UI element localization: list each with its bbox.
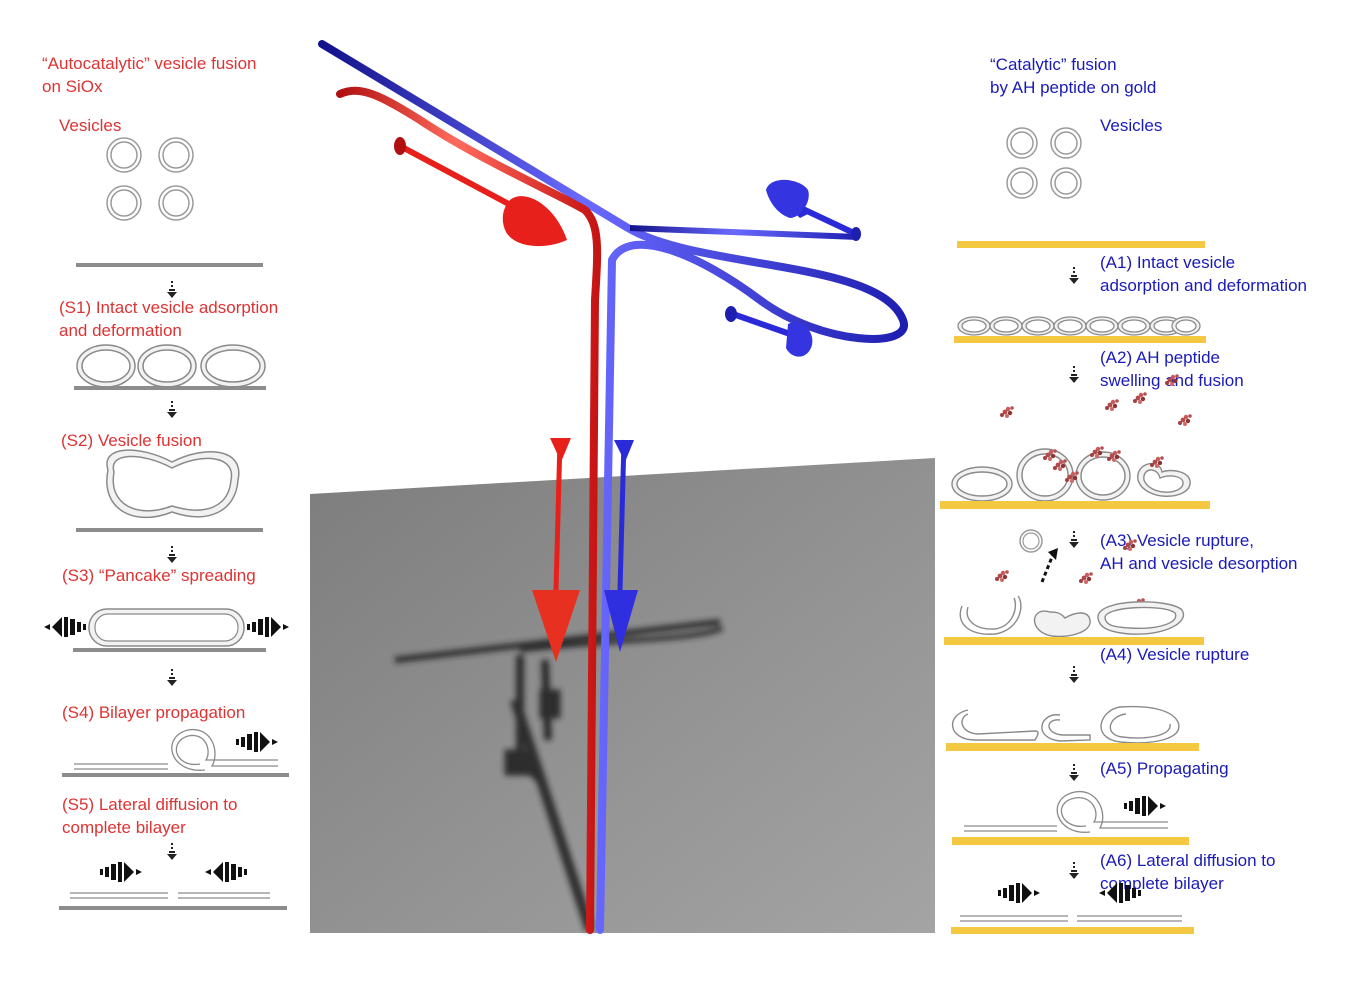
step-arrow-icon — [167, 546, 177, 563]
step-a3-label: (A3) Vesicle rupture, AH and vesicle des… — [1100, 529, 1298, 575]
spread-arrow-left-icon — [1099, 883, 1141, 903]
siox-substrate-0 — [76, 263, 263, 267]
step-s5-label: (S5) Lateral diffusion to complete bilay… — [62, 793, 237, 839]
spread-arrow-right-icon — [236, 732, 278, 752]
s1-vesicles — [76, 344, 266, 388]
a3-rupturing-vesicles — [959, 595, 1185, 638]
spread-arrow-right-icon — [247, 617, 289, 637]
step-arrow-icon — [1069, 764, 1079, 781]
step-a6-line-1: (A6) Lateral diffusion to — [1100, 851, 1276, 870]
a2-swelling-vesicles — [951, 448, 1191, 502]
right-vesicles — [1006, 127, 1082, 199]
peptide-molecule-icon — [1178, 414, 1192, 426]
siox-substrate-3 — [73, 648, 266, 652]
right-title-line-2: by AH peptide on gold — [990, 78, 1157, 97]
a1-vesicles — [957, 316, 1201, 336]
step-arrow-icon — [167, 843, 177, 860]
step-a4-label: (A4) Vesicle rupture — [1100, 645, 1250, 664]
s5-bilayer — [70, 892, 270, 899]
left-title-line-2: on SiOx — [42, 77, 103, 96]
peptide-molecule-icon — [1079, 572, 1093, 584]
autocatalytic-pathway-arrow — [336, 86, 602, 934]
step-a6-line-2: complete bilayer — [1100, 874, 1224, 893]
siox-substrate-4 — [62, 773, 289, 777]
step-arrow-icon — [1069, 267, 1079, 284]
step-arrow-icon — [167, 281, 177, 298]
spread-arrow-right-icon — [100, 862, 142, 882]
step-s5-line-2: complete bilayer — [62, 818, 186, 837]
step-arrow-icon — [1069, 862, 1079, 879]
peptide-molecule-icon — [995, 570, 1009, 582]
step-arrow-icon — [1069, 666, 1079, 683]
a4-ruptured-vesicles — [951, 705, 1180, 744]
gold-substrate-5 — [952, 837, 1189, 845]
step-a1-line-2: adsorption and deformation — [1100, 276, 1307, 295]
step-s4-label: (S4) Bilayer propagation — [62, 703, 246, 722]
step-s1-line-2: and deformation — [59, 321, 182, 340]
siox-substrate-1 — [74, 386, 266, 390]
spread-arrow-left-icon — [44, 617, 86, 637]
right-title-line-1: “Catalytic” fusion — [990, 55, 1117, 74]
step-a3-line-1: (A3) Vesicle rupture, — [1100, 531, 1255, 550]
spread-arrow-right-icon — [1124, 796, 1166, 816]
energy-landscape-floor — [310, 458, 935, 933]
gold-substrate-4 — [946, 743, 1199, 751]
step-arrow-icon — [1069, 366, 1079, 383]
step-a2-line-1: (A2) AH peptide — [1100, 348, 1221, 367]
step-s1-label: (S1) Intact vesicle adsorption and defor… — [59, 296, 278, 342]
gold-substrate-0 — [957, 241, 1205, 248]
s4-bilayer — [74, 729, 278, 771]
left-vesicles — [106, 137, 194, 221]
right-title: “Catalytic” fusion by AH peptide on gold — [990, 53, 1156, 99]
step-s2-label: (S2) Vesicle fusion — [61, 431, 202, 450]
peptide-molecule-icon — [1105, 399, 1119, 411]
siox-substrate-2 — [76, 528, 263, 532]
spread-arrow-right-icon — [998, 883, 1040, 903]
step-a1-line-1: (A1) Intact vesicle — [1100, 253, 1236, 272]
step-a1-label: (A1) Intact vesicle adsorption and defor… — [1100, 251, 1307, 297]
gold-substrate-6 — [951, 927, 1194, 934]
step-a6-label: (A6) Lateral diffusion to complete bilay… — [1100, 849, 1275, 895]
left-title-line-1: “Autocatalytic” vesicle fusion — [42, 54, 257, 73]
step-s5-line-1: (S5) Lateral diffusion to — [62, 795, 238, 814]
peptide-molecule-icon — [1165, 374, 1179, 386]
a6-bilayer — [960, 915, 1182, 922]
step-a3-line-2: AH and vesicle desorption — [1100, 554, 1298, 573]
siox-substrate-5 — [59, 906, 287, 910]
peptide-molecule-icon — [1000, 406, 1014, 418]
peptide-molecule-icon — [1150, 456, 1164, 468]
left-vesicles-label: Vesicles — [59, 116, 122, 135]
gold-substrate-1 — [954, 336, 1206, 343]
left-title: “Autocatalytic” vesicle fusion on SiOx — [42, 52, 256, 98]
step-s1-line-1: (S1) Intact vesicle adsorption — [59, 298, 279, 317]
gold-substrate-3 — [944, 637, 1204, 645]
catalytic-pathway-arrow — [318, 40, 908, 934]
s2-fused-vesicle — [106, 449, 240, 519]
a5-propagating-bilayer — [964, 791, 1168, 833]
step-a5-label: (A5) Propagating — [1100, 759, 1229, 778]
spread-arrow-left-icon — [205, 862, 247, 882]
right-vesicles-label: Vesicles — [1100, 116, 1163, 135]
step-arrow-icon — [167, 669, 177, 686]
gold-substrate-2 — [940, 501, 1210, 509]
step-s3-label: (S3) “Pancake” spreading — [62, 566, 256, 585]
peptide-molecule-icon — [1133, 392, 1147, 404]
a2-peptides-free — [1000, 374, 1192, 426]
peptide-molecule-icon — [1123, 539, 1137, 551]
a3-desorption — [995, 529, 1145, 610]
step-arrow-icon — [1069, 531, 1079, 548]
s3-pancake — [88, 608, 245, 647]
step-arrow-icon — [167, 401, 177, 418]
